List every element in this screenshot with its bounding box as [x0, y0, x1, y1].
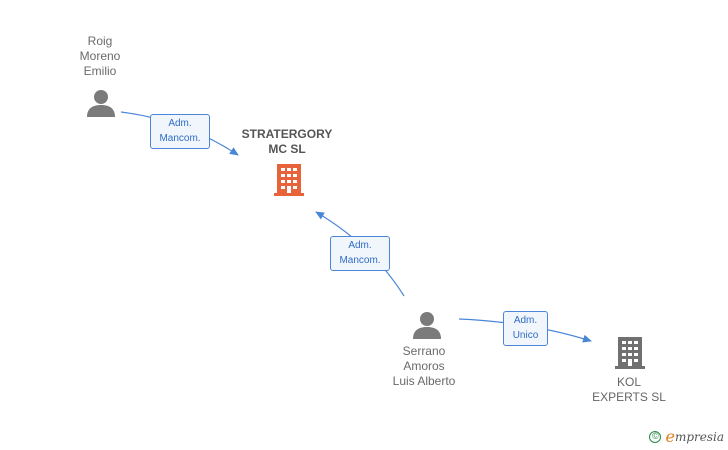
name-line: MC SL: [268, 142, 306, 156]
person-name-roig[interactable]: Roig Moreno Emilio: [60, 34, 140, 79]
name-line: Roig: [87, 34, 113, 48]
name-line: STRATERGORY: [241, 127, 333, 141]
name-line: Emilio: [83, 64, 117, 78]
person-icon[interactable]: [412, 310, 442, 340]
person-icon[interactable]: [86, 88, 116, 118]
role-line: Adm.: [513, 315, 538, 326]
building-icon[interactable]: [273, 163, 305, 197]
role-line: Adm.: [348, 240, 372, 251]
name-line: KOL: [616, 375, 641, 389]
name-line: Luis Alberto: [392, 374, 456, 388]
company-name-kol[interactable]: KOL EXPERTS SL: [578, 375, 680, 405]
edge-label-serrano-stratergory[interactable]: Adm. Mancom.: [330, 236, 390, 271]
brand-name: mpresia: [674, 429, 724, 444]
person-name-serrano[interactable]: Serrano Amoros Luis Alberto: [374, 344, 474, 389]
building-icon[interactable]: [614, 336, 646, 370]
name-line: Serrano: [402, 344, 446, 358]
role-line: Mancom.: [159, 133, 201, 144]
name-line: EXPERTS SL: [592, 390, 666, 404]
edge-label-serrano-kol[interactable]: Adm. Unico: [503, 311, 548, 346]
name-line: Moreno: [79, 49, 121, 63]
name-line: Amoros: [403, 359, 445, 373]
brand-initial: e: [665, 427, 675, 446]
copyright-icon: ©: [649, 430, 662, 443]
empresia-watermark: © e mpresia: [649, 427, 724, 446]
role-line: Adm.: [168, 118, 192, 129]
edge-label-roig-stratergory[interactable]: Adm. Mancom.: [150, 114, 210, 149]
role-line: Unico: [512, 330, 539, 341]
company-name-stratergory[interactable]: STRATERGORY MC SL: [227, 127, 347, 157]
role-line: Mancom.: [339, 255, 381, 266]
